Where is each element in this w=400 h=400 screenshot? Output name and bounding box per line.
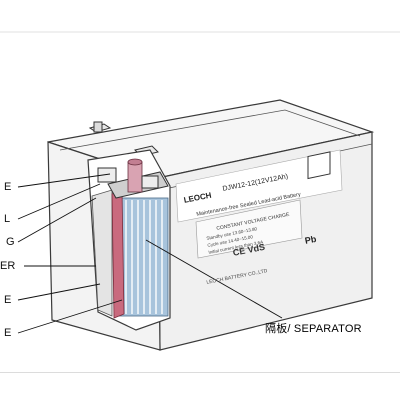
battery-label-panel bbox=[175, 149, 343, 259]
terminal-post bbox=[127, 158, 143, 193]
label-terminal-seal: L bbox=[4, 213, 11, 225]
bottom-rule bbox=[0, 372, 400, 373]
label-positive-plate: E bbox=[4, 294, 12, 306]
leader-lines bbox=[17, 173, 283, 334]
label-container: ER bbox=[0, 260, 16, 272]
pb-recycling-mark: Pb bbox=[304, 233, 318, 246]
label-separator: 隔板/ SEPARATOR bbox=[265, 323, 362, 335]
terminal-rear bbox=[88, 121, 112, 133]
label-negative-plate: E bbox=[4, 327, 12, 339]
label-terminal: E bbox=[4, 181, 12, 193]
label-gasket: G bbox=[6, 236, 15, 248]
